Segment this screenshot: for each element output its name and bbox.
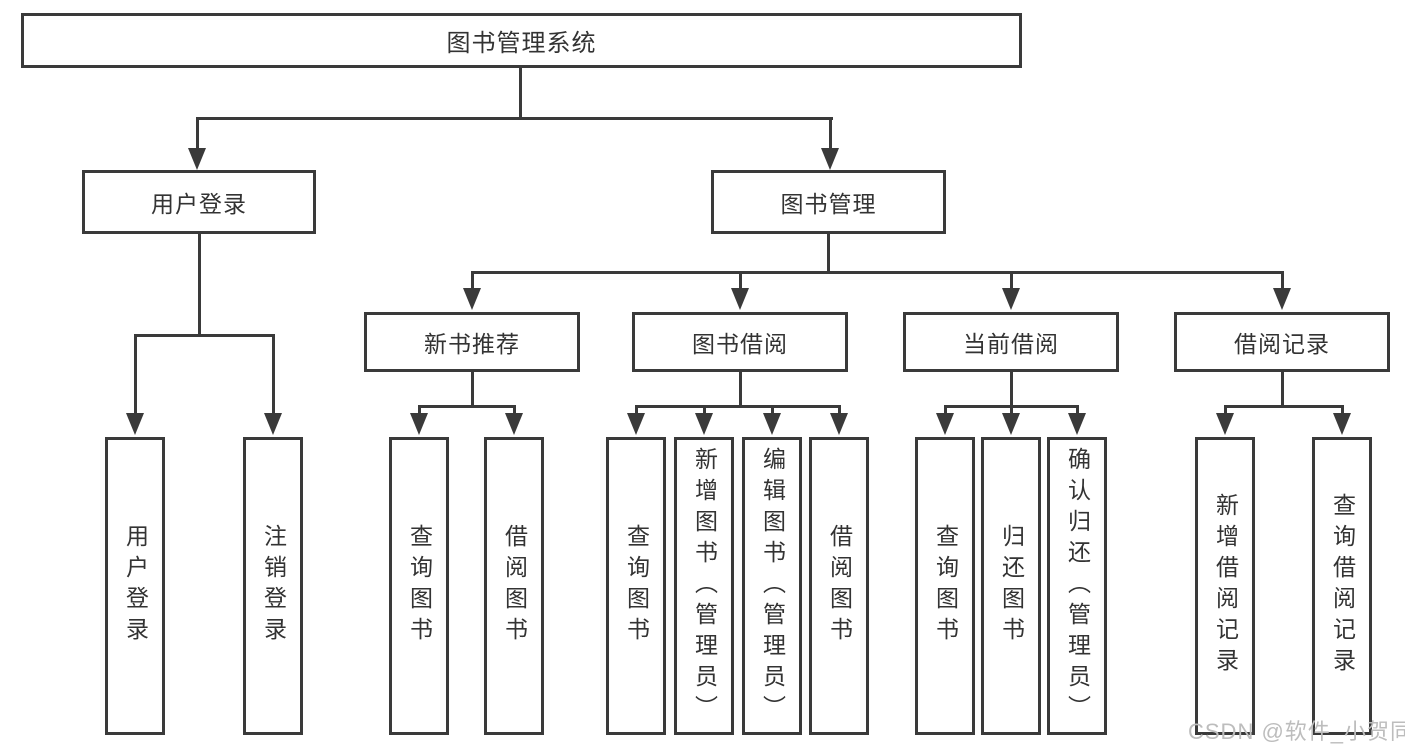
connector-shaft — [272, 334, 275, 415]
node-user-login: 用户登录 — [82, 170, 316, 234]
leaf-label: 查询借阅记录 — [1329, 493, 1356, 679]
connector-shaft — [838, 405, 841, 415]
arrowhead-down-icon — [505, 413, 523, 435]
leaf-label: 新增借阅记录 — [1212, 493, 1239, 679]
leaf-label: 查询图书 — [406, 524, 433, 648]
leaf-add-books-admin: 新增图书（管理员） — [674, 437, 734, 735]
node-borrow-records: 借阅记录 — [1174, 312, 1390, 372]
connector-stem — [471, 372, 474, 407]
connector-shaft — [471, 271, 474, 290]
arrowhead-down-icon — [463, 288, 481, 310]
leaf-edit-books-admin: 编辑图书（管理员） — [742, 437, 802, 735]
connector-shaft — [829, 117, 832, 150]
arrowhead-down-icon — [1333, 413, 1351, 435]
connector-bookmgmt-stem — [827, 234, 830, 273]
leaf-label: 查询图书 — [932, 524, 959, 648]
arrowhead-down-icon — [1068, 413, 1086, 435]
connector-bar — [1224, 405, 1344, 408]
arrowhead-down-icon — [264, 413, 282, 435]
node-label: 用户登录 — [151, 191, 247, 217]
leaf-confirm-return-admin: 确认归还（管理员） — [1047, 437, 1107, 735]
arrowhead-down-icon — [1273, 288, 1291, 310]
connector-stem — [1281, 372, 1284, 407]
arrowhead-down-icon — [763, 413, 781, 435]
node-root-label: 图书管理系统 — [446, 30, 597, 57]
node-label: 新书推荐 — [424, 331, 520, 357]
connector-root-bar — [196, 117, 833, 120]
arrowhead-down-icon — [1002, 288, 1020, 310]
leaf-label: 确认归还（管理员） — [1064, 446, 1091, 726]
connector-bar — [418, 405, 516, 408]
arrowhead-down-icon — [821, 148, 839, 170]
leaf-label: 新增图书（管理员） — [691, 446, 718, 726]
connector-userlogin-bar — [134, 334, 275, 337]
leaf-borrow-books-2: 借阅图书 — [809, 437, 869, 735]
connector-shaft — [703, 405, 706, 415]
leaf-user-login: 用户登录 — [105, 437, 165, 735]
arrowhead-down-icon — [731, 288, 749, 310]
node-label: 当前借阅 — [963, 331, 1059, 357]
leaf-label: 借阅图书 — [826, 524, 853, 648]
arrowhead-down-icon — [627, 413, 645, 435]
connector-shaft — [1281, 271, 1284, 290]
arrowhead-down-icon — [188, 148, 206, 170]
connector-bar — [635, 405, 841, 408]
leaf-label: 编辑图书（管理员） — [759, 446, 786, 726]
arrowhead-down-icon — [695, 413, 713, 435]
connector-shaft — [771, 405, 774, 415]
connector-stem — [1010, 372, 1013, 407]
node-label: 图书管理 — [780, 191, 877, 217]
leaf-logout: 注销登录 — [243, 437, 303, 735]
node-root-system: 图书管理系统 — [21, 13, 1022, 68]
leaf-borrow-books-1: 借阅图书 — [484, 437, 544, 735]
leaf-label: 用户登录 — [122, 524, 149, 648]
connector-shaft — [1224, 405, 1227, 415]
connector-bookmgmt-bar — [471, 271, 1284, 274]
leaf-label: 注销登录 — [260, 524, 287, 648]
connector-shaft — [739, 271, 742, 290]
connector-shaft — [196, 117, 199, 150]
connector-shaft — [1010, 271, 1013, 290]
leaf-label: 归还图书 — [998, 524, 1025, 648]
leaf-query-books-3: 查询图书 — [915, 437, 975, 735]
node-new-book-recommend: 新书推荐 — [364, 312, 580, 372]
node-book-borrow: 图书借阅 — [632, 312, 848, 372]
connector-userlogin-stem — [198, 234, 201, 336]
connector-root-stem — [519, 68, 522, 118]
arrowhead-down-icon — [830, 413, 848, 435]
arrowhead-down-icon — [126, 413, 144, 435]
arrowhead-down-icon — [1216, 413, 1234, 435]
connector-shaft — [134, 334, 137, 415]
leaf-query-borrow-record: 查询借阅记录 — [1312, 437, 1372, 735]
node-label: 借阅记录 — [1234, 331, 1330, 357]
leaf-label: 查询图书 — [623, 524, 650, 648]
connector-shaft — [944, 405, 947, 415]
leaf-query-books-2: 查询图书 — [606, 437, 666, 735]
leaf-add-borrow-record: 新增借阅记录 — [1195, 437, 1255, 735]
connector-shaft — [1010, 405, 1013, 415]
connector-shaft — [418, 405, 421, 415]
arrowhead-down-icon — [936, 413, 954, 435]
leaf-query-books-1: 查询图书 — [389, 437, 449, 735]
connector-shaft — [513, 405, 516, 415]
watermark-csdn: CSDN @软件_小贺同学 — [1188, 719, 1405, 744]
connector-shaft — [1076, 405, 1079, 415]
leaf-label: 借阅图书 — [501, 524, 528, 648]
arrowhead-down-icon — [410, 413, 428, 435]
node-label: 图书借阅 — [692, 331, 788, 357]
node-book-management: 图书管理 — [711, 170, 946, 234]
connector-shaft — [635, 405, 638, 415]
connector-stem — [739, 372, 742, 407]
arrowhead-down-icon — [1002, 413, 1020, 435]
node-current-borrow: 当前借阅 — [903, 312, 1119, 372]
leaf-return-books: 归还图书 — [981, 437, 1041, 735]
connector-shaft — [1341, 405, 1344, 415]
